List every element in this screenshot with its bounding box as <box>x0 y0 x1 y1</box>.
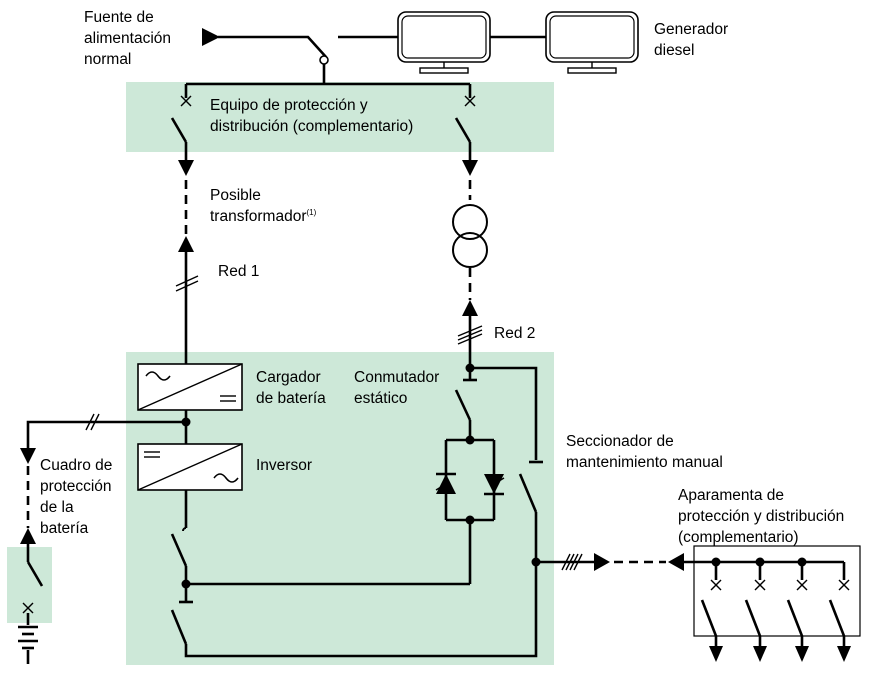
arrow-icon <box>462 300 478 316</box>
arrow-icon <box>20 528 36 544</box>
feeder-4 <box>828 562 851 662</box>
battery-switch-blade <box>26 561 44 587</box>
arrow-icon <box>668 553 684 571</box>
inverter-icon <box>137 443 243 491</box>
feeder-1 <box>700 557 723 662</box>
right-breaker-blade <box>454 117 472 143</box>
inverter-contact <box>182 527 187 532</box>
transformer-icon <box>452 204 488 268</box>
downstream-switchgear-label: Aparamenta de protección y distribución … <box>678 487 849 546</box>
downstream-feeders <box>700 557 851 662</box>
generator-label: Generador diesel <box>654 21 732 59</box>
generator-icon <box>545 11 639 74</box>
static-switch-label: Conmutador estático <box>354 369 444 407</box>
rectifier-icon <box>137 363 243 411</box>
breaker-icon <box>22 602 34 614</box>
zone-upstream-protection <box>126 82 554 152</box>
arrow-icon <box>20 448 36 464</box>
breaker-icon <box>464 95 476 107</box>
inverter-label: Inversor <box>256 457 312 474</box>
charger-label: Cargador de batería <box>256 369 326 407</box>
possible-transformer-label: Posible transformador(1) <box>210 187 317 225</box>
breaker-icon <box>180 95 192 107</box>
red1-label: Red 1 <box>218 263 259 280</box>
normal-source-label: Fuente de alimentación normal <box>84 9 175 68</box>
arrow-icon <box>594 553 610 571</box>
thyristor-icon <box>484 474 505 496</box>
normal-source-arrow-icon <box>202 28 220 46</box>
source-switch-pivot <box>319 55 329 65</box>
feeder-3 <box>786 557 809 662</box>
thyristor-icon <box>435 472 456 494</box>
generator-icon <box>397 11 491 74</box>
maintenance-feed-line <box>470 366 538 460</box>
static-switch-blade <box>454 389 472 421</box>
battery-line <box>26 420 186 448</box>
maintenance-switch-blade <box>518 473 538 513</box>
upstream-protection-label: Equipo de protección y distribución (com… <box>210 97 413 135</box>
battery-protection-label: Cuadro de protección de la batería <box>40 457 117 537</box>
output-hash <box>561 553 583 571</box>
bypass-switch-blade <box>170 609 188 645</box>
red2-hash <box>457 325 483 345</box>
red2-label: Red 2 <box>494 325 535 342</box>
battery-line-hash <box>85 413 100 431</box>
feeder-2 <box>744 557 767 662</box>
arrow-icon <box>178 236 194 252</box>
normal-source-line <box>218 35 327 58</box>
battery-icon <box>18 625 38 664</box>
red1-hash <box>175 275 199 292</box>
zone-battery-protection <box>7 547 52 623</box>
left-breaker-blade <box>170 117 188 143</box>
inverter-switch-blade <box>170 533 188 567</box>
arrow-icon <box>178 160 194 176</box>
maintenance-return-line <box>184 562 538 658</box>
maintenance-bypass-label: Seccionador de mantenimiento manual <box>566 433 723 471</box>
arrow-icon <box>462 160 478 176</box>
